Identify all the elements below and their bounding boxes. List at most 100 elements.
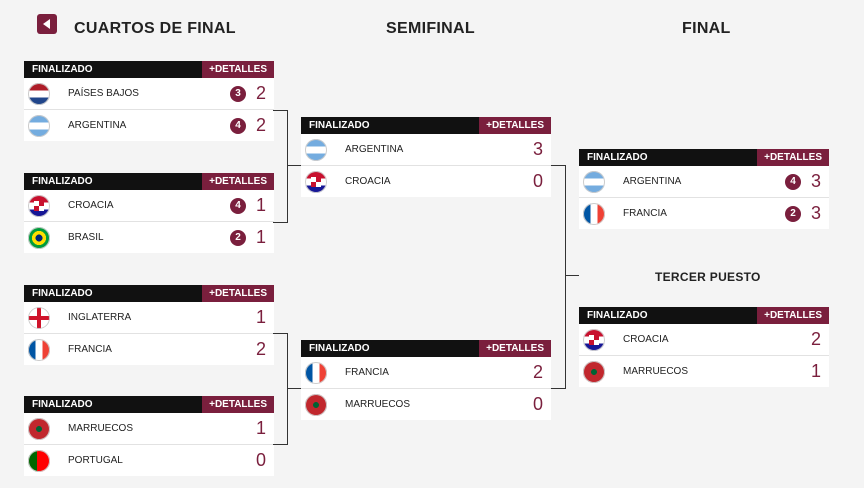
team-score: 2 [810, 329, 821, 349]
details-button[interactable]: +DETALLES [479, 340, 551, 357]
team-score: 2 [255, 83, 266, 103]
team-name: CROACIA [68, 200, 114, 211]
team-row[interactable]: INGLATERRA 1 [24, 302, 274, 334]
details-button[interactable]: +DETALLES [757, 307, 829, 324]
team-name: MARRUECOS [623, 366, 689, 377]
round-title-quarters: CUARTOS DE FINAL [74, 20, 236, 37]
details-button[interactable]: +DETALLES [202, 173, 274, 190]
france-flag [28, 338, 50, 361]
team-score: 3 [810, 171, 821, 191]
brazil-flag [28, 226, 50, 249]
match-header: FINALIZADO +DETALLES [24, 173, 274, 190]
croatia-flag [583, 328, 605, 351]
match-status: FINALIZADO [309, 120, 370, 131]
team-name: PORTUGAL [68, 455, 123, 466]
match-header: FINALIZADO +DETALLES [301, 340, 551, 357]
details-button[interactable]: +DETALLES [202, 396, 274, 413]
match-status: FINALIZADO [309, 343, 370, 354]
match-header: FINALIZADO +DETALLES [579, 149, 829, 166]
match-status: FINALIZADO [32, 399, 93, 410]
penalty-score: 2 [785, 205, 801, 222]
match-status: FINALIZADO [587, 310, 648, 321]
team-score: 1 [255, 307, 266, 327]
team-name: ARGENTINA [345, 144, 404, 155]
team-name: INGLATERRA [68, 312, 132, 323]
team-score: 1 [810, 361, 821, 381]
morocco-flag [28, 417, 50, 440]
england-flag [28, 306, 50, 329]
argentina-flag [583, 170, 605, 193]
team-score: 0 [255, 450, 266, 470]
match-header: FINALIZADO +DETALLES [24, 396, 274, 413]
match-status: FINALIZADO [32, 176, 93, 187]
penalty-score: 3 [230, 85, 246, 102]
back-button[interactable] [37, 14, 57, 34]
team-score: 0 [532, 394, 543, 414]
france-flag [583, 202, 605, 225]
team-name: MARRUECOS [345, 399, 411, 410]
team-name: FRANCIA [623, 208, 667, 219]
match-header: FINALIZADO +DETALLES [301, 117, 551, 134]
details-button[interactable]: +DETALLES [202, 285, 274, 302]
team-name: ARGENTINA [68, 120, 127, 131]
team-name: MARRUECOS [68, 423, 134, 434]
portugal-flag [28, 449, 50, 472]
france-flag [305, 361, 327, 384]
team-row[interactable]: FRANCIA 2 [301, 357, 551, 389]
team-score: 0 [532, 171, 543, 191]
penalty-score: 2 [230, 229, 246, 246]
round-title-semis: SEMIFINAL [386, 20, 475, 37]
team-name: FRANCIA [345, 367, 389, 378]
penalty-score: 4 [230, 197, 246, 214]
round-title-third-place: TERCER PUESTO [655, 270, 761, 284]
team-score: 3 [532, 139, 543, 159]
penalty-score: 4 [230, 117, 246, 134]
team-row[interactable]: MARRUECOS 1 [579, 356, 829, 387]
team-score: 3 [810, 203, 821, 223]
match-header: FINALIZADO +DETALLES [24, 61, 274, 78]
netherlands-flag [28, 82, 50, 105]
team-score: 2 [255, 115, 266, 135]
morocco-flag [305, 393, 327, 416]
team-row[interactable]: ARGENTINA 3 [301, 134, 551, 166]
croatia-flag [28, 194, 50, 217]
details-button[interactable]: +DETALLES [202, 61, 274, 78]
team-name: CROACIA [623, 334, 669, 345]
match-status: FINALIZADO [32, 64, 93, 75]
match-status: FINALIZADO [587, 152, 648, 163]
team-name: BRASIL [68, 232, 104, 243]
team-score: 1 [255, 227, 266, 247]
argentina-flag [305, 138, 327, 161]
team-score: 2 [532, 362, 543, 382]
details-button[interactable]: +DETALLES [757, 149, 829, 166]
argentina-flag [28, 114, 50, 137]
team-row[interactable]: CROACIA 2 [579, 324, 829, 356]
details-button[interactable]: +DETALLES [479, 117, 551, 134]
match-header: FINALIZADO +DETALLES [579, 307, 829, 324]
match-status: FINALIZADO [32, 288, 93, 299]
team-row[interactable]: MARRUECOS 0 [301, 389, 551, 420]
penalty-score: 4 [785, 173, 801, 190]
morocco-flag [583, 360, 605, 383]
match-header: FINALIZADO +DETALLES [24, 285, 274, 302]
team-score: 1 [255, 195, 266, 215]
croatia-flag [305, 170, 327, 193]
team-name: PAÍSES BAJOS [68, 88, 139, 99]
team-row[interactable]: PORTUGAL 0 [24, 445, 274, 476]
